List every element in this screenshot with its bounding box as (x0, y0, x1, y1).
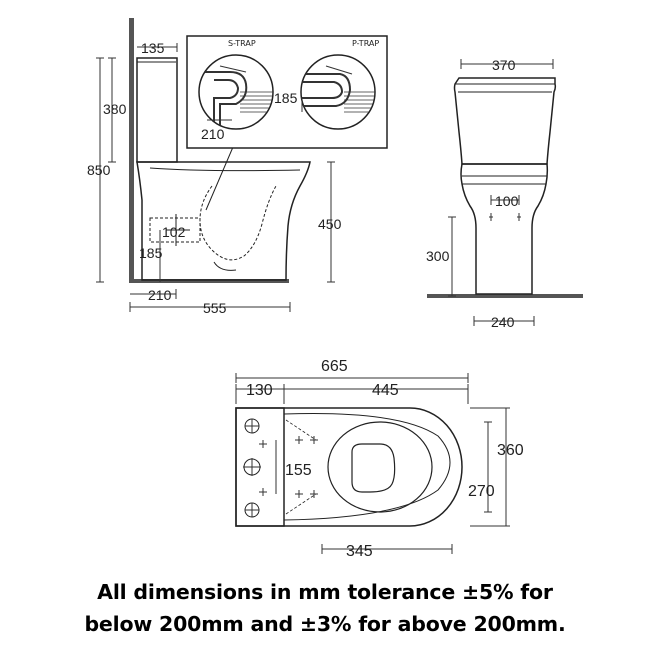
plan-outline (235, 407, 463, 527)
s-trap-dim: 210 (201, 126, 225, 142)
dim-fixing-centres: 100 (495, 193, 519, 209)
dim-base-width: 240 (491, 314, 515, 330)
dim-waste-low: 185 (139, 245, 163, 261)
dim-cistern-height: 380 (103, 101, 127, 117)
dim-pan-depth: 345 (346, 543, 373, 560)
side-view (129, 18, 311, 283)
dim-fixing-height: 300 (426, 248, 450, 264)
dim-front-width: 370 (492, 57, 516, 73)
plan-dimension-lines (235, 373, 510, 554)
dim-cistern-depth: 130 (246, 382, 273, 399)
tolerance-caption-line-2: below 200mm and ±3% for above 200mm. (84, 612, 566, 636)
side-dimension-lines (96, 43, 335, 312)
dim-cistern-offset: 135 (141, 40, 165, 56)
front-dimension-lines (448, 59, 554, 326)
tolerance-caption-line-1: All dimensions in mm tolerance ±5% for (97, 580, 553, 604)
side-pan (136, 161, 311, 281)
dim-pan-length: 445 (372, 382, 399, 399)
plan-bowl (327, 421, 433, 513)
plan-cistern (235, 407, 285, 527)
floor (129, 279, 289, 283)
front-floor (427, 294, 583, 298)
dim-projection: 555 (203, 300, 227, 316)
front-view (427, 77, 583, 298)
wall (129, 18, 134, 282)
plan-view (235, 407, 463, 527)
plan-seat (351, 443, 396, 493)
plan-fixing-marks (243, 419, 318, 517)
dim-floor-to-rim: 450 (318, 216, 342, 232)
dim-overall-length: 665 (321, 358, 348, 375)
p-trap-label: P-TRAP (352, 39, 379, 48)
dim-fixing-spacing: 155 (285, 462, 312, 479)
dim-waste-height: 102 (162, 224, 186, 240)
dim-wall-to-waste: 210 (148, 287, 172, 303)
dim-overall-width: 360 (497, 442, 524, 459)
technical-drawing: 135 380 850 102 185 450 210 555 S-TRAP P… (87, 18, 583, 560)
dim-seat-width: 270 (468, 483, 495, 500)
p-trap-dim: 185 (274, 90, 298, 106)
s-trap-label: S-TRAP (228, 39, 256, 48)
front-cistern (453, 77, 557, 165)
trap-detail-inset (186, 35, 388, 149)
side-cistern (136, 57, 178, 163)
dim-total-height: 850 (87, 162, 111, 178)
